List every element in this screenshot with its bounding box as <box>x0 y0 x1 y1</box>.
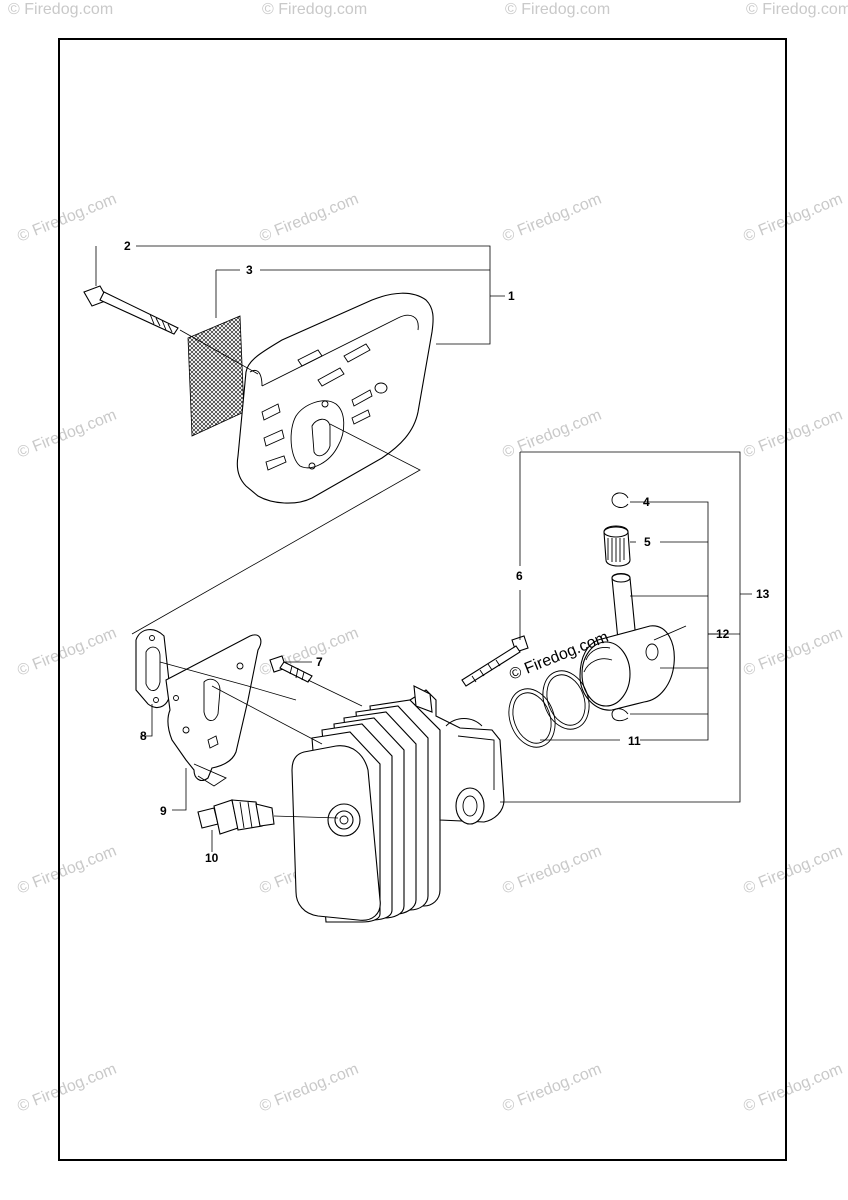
piston-rings <box>508 670 590 748</box>
watermark: © Firedog.com <box>257 1061 361 1116</box>
callout-4: 4 <box>643 495 650 509</box>
callout-11: 11 <box>628 734 641 748</box>
watermark: © Firedog.com <box>500 1061 604 1116</box>
callout-1: 1 <box>508 289 515 303</box>
watermark: © Firedog.com <box>257 191 361 246</box>
piston <box>579 625 687 711</box>
watermark: © Firedog.com <box>15 191 119 246</box>
muffler-body <box>236 292 434 504</box>
watermark: © Firedog.com <box>741 407 845 462</box>
muffler-assembly <box>187 292 434 504</box>
watermark: © Firedog.com <box>741 843 845 898</box>
callout-7: 7 <box>316 655 323 669</box>
needle-bearing <box>603 525 631 567</box>
piston-assembly <box>508 492 687 748</box>
spark-arrestor-screen <box>187 315 245 437</box>
callout-5: 5 <box>644 535 651 549</box>
cylinder <box>291 685 505 923</box>
muffler-gasket <box>135 629 171 708</box>
callout-2: 2 <box>124 239 131 253</box>
callout-12: 12 <box>716 627 730 641</box>
drawing-frame <box>58 38 787 1161</box>
callout-10: 10 <box>205 851 219 865</box>
callout-labels: 1 2 3 4 5 6 7 8 9 10 11 12 13 <box>124 239 770 865</box>
callout-8: 8 <box>140 729 147 743</box>
watermark: © Firedog.com <box>741 625 845 680</box>
circlip-top <box>611 492 629 508</box>
circlip-bottom <box>611 708 629 722</box>
callout-3: 3 <box>246 263 253 277</box>
watermark: © Firedog.com <box>500 191 604 246</box>
leader-lines <box>95 245 752 852</box>
deflector-plate <box>165 634 262 787</box>
watermark: © Firedog.com <box>500 843 604 898</box>
watermark: © Firedog.com <box>741 191 845 246</box>
watermark: © Firedog.com <box>741 1061 845 1116</box>
watermark: © Firedog.com <box>257 625 361 680</box>
watermark: © Firedog.com <box>15 407 119 462</box>
watermark: © Firedog.com <box>8 1 113 18</box>
watermark: © Firedog.com <box>505 1 610 18</box>
callout-13: 13 <box>756 587 770 601</box>
watermark: © Firedog.com <box>15 625 119 680</box>
watermark: © Firedog.com <box>15 843 119 898</box>
callout-9: 9 <box>160 804 167 818</box>
watermark: © Firedog.com <box>15 1061 119 1116</box>
callout-6: 6 <box>516 569 523 583</box>
watermark: © Firedog.com <box>500 407 604 462</box>
watermark: © Firedog.com <box>262 1 367 18</box>
watermark: © Firedog.com <box>746 1 848 18</box>
muffler-bolt <box>83 285 179 335</box>
plate-screw <box>269 655 313 683</box>
cylinder-bolt <box>461 635 529 687</box>
watermark-layer: © Firedog.com © Firedog.com © Firedog.co… <box>8 1 848 1116</box>
spark-plug <box>197 799 275 835</box>
